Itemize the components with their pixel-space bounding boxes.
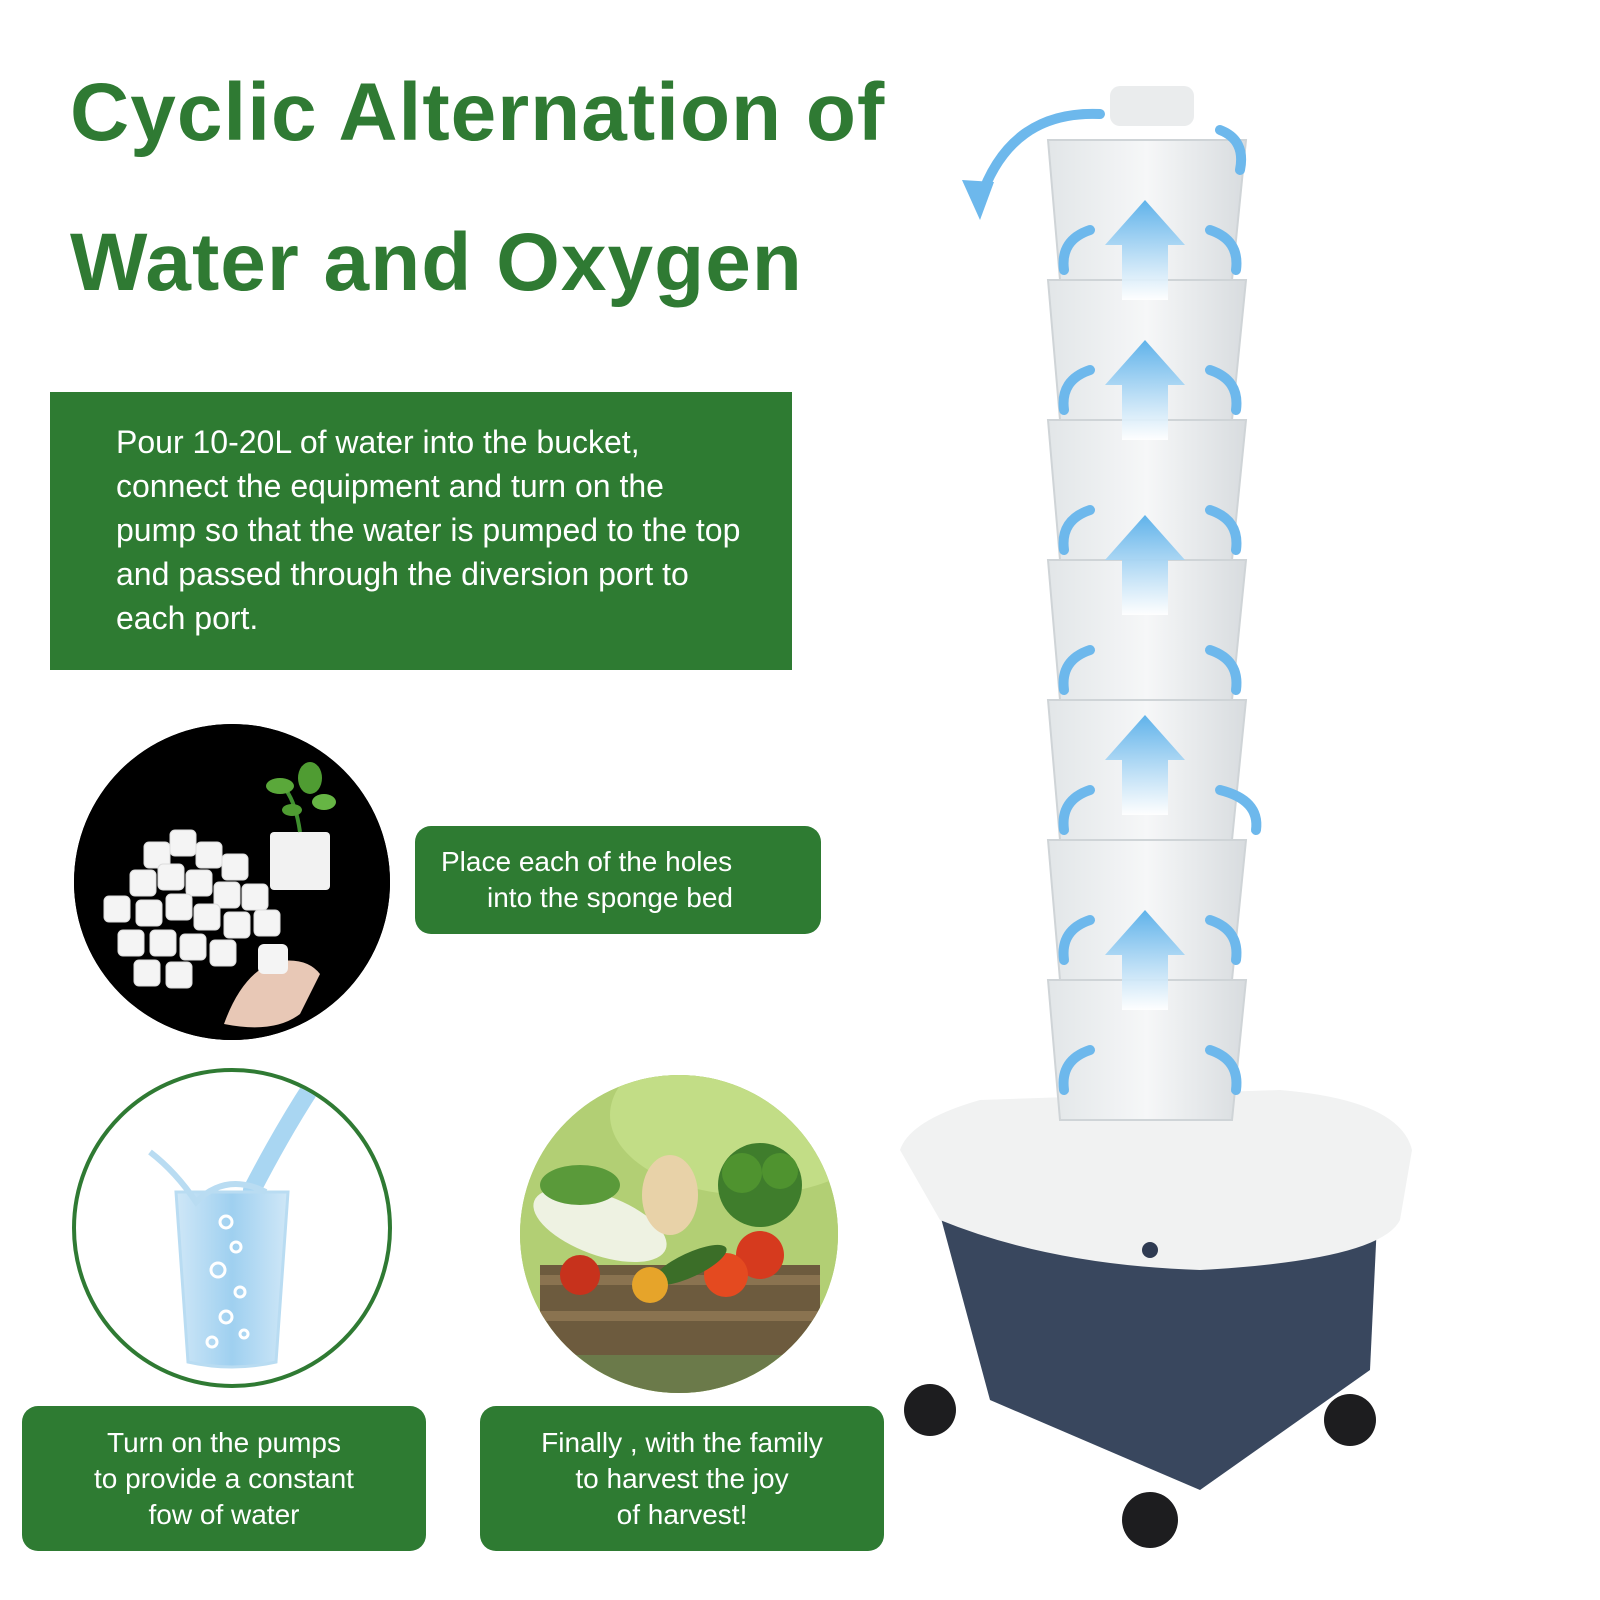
step-pump-line-3: fow of water: [148, 1498, 300, 1530]
step-sponge-label: Place each of the holes into the sponge …: [415, 826, 821, 934]
step-pump-label: Turn on the pumps to provide a constant …: [22, 1406, 426, 1551]
water-glass-image: [72, 1068, 392, 1388]
intro-box: Pour 10-20L of water into the bucket, co…: [50, 392, 792, 670]
page-title-line-1: Cyclic Alternation of: [70, 67, 886, 158]
sponge-cubes-image: [74, 724, 390, 1040]
step-harvest-line-2: to harvest the joy: [575, 1462, 789, 1494]
step-sponge-line-1: Place each of the holes: [441, 846, 733, 877]
step-pump-line-1: Turn on the pumps: [107, 1426, 341, 1458]
page-title-line-2: Water and Oxygen: [70, 217, 803, 308]
hydroponic-tower-image: [900, 70, 1460, 1550]
step-sponge-line-2: into the sponge bed: [487, 882, 733, 913]
step-harvest-line-1: Finally , with the family: [541, 1426, 823, 1458]
step-pump-line-2: to provide a constant: [94, 1462, 354, 1494]
intro-text: Pour 10-20L of water into the bucket, co…: [116, 424, 741, 636]
vegetable-basket-image: [520, 1075, 838, 1393]
step-harvest-line-3: of harvest!: [616, 1498, 748, 1530]
step-harvest-label: Finally , with the family to harvest the…: [480, 1406, 884, 1551]
flow-arrow-icon: [975, 108, 1262, 1095]
